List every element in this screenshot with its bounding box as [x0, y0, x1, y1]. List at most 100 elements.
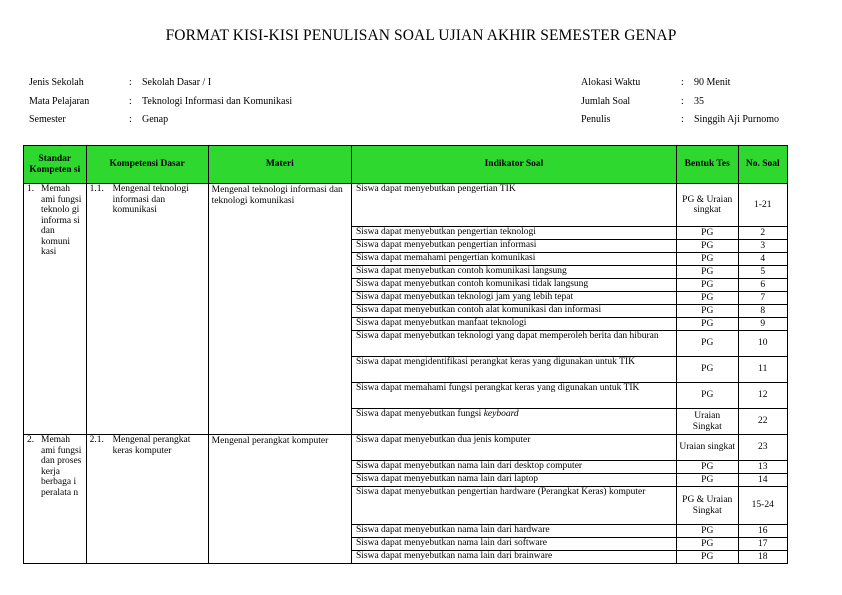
meta-label: Jenis Sekolah — [29, 77, 84, 88]
indicator-cell: Siswa dapat menyebutkan dua jenis komput… — [350, 434, 677, 461]
competency-text: Mengenal teknologi informasi dan komunik… — [112, 184, 189, 215]
meta-value: Singgih Aji Purnomo — [694, 114, 780, 125]
competency-number: 2.1. — [89, 435, 104, 445]
indicator-cell: Siswa dapat menyebutkan pengertian infor… — [350, 239, 677, 253]
question-no-cell: 18 — [737, 550, 789, 564]
meta-value: 90 Menit — [694, 77, 731, 88]
table-row: 2. Memah ami fungsi dan proses kerja berb… — [23, 434, 789, 564]
basic-competency-cell: 1.1. Mengenal teknologi informasi dan kom… — [85, 183, 209, 435]
question-no-cell: 7 — [737, 291, 789, 305]
meta-separator: : — [681, 95, 684, 107]
indicator-cell: Siswa dapat menyebutkan nama lain dari l… — [350, 473, 677, 487]
meta-row-school-type: Jenis Sekolah : Sekolah Dasar / I — [29, 74, 292, 93]
table-row: Siswa dapat menyebutkan teknologi jam ya… — [24, 291, 789, 305]
test-form-cell: PG — [675, 460, 739, 474]
meta-separator: : — [129, 77, 132, 88]
document-title: FORMAT KISI-KISI PENULISAN SOAL UJIAN AK… — [165, 27, 677, 44]
meta-value: 35 — [694, 95, 704, 107]
meta-value: Genap — [142, 114, 169, 125]
question-no-cell: 4 — [737, 252, 789, 266]
meta-label: Alokasi Waktu — [581, 77, 641, 88]
table-row: Siswa dapat memahami pengertian komunika… — [24, 252, 789, 266]
indicator-cell: Siswa dapat menyebutkan contoh komunikas… — [350, 278, 677, 292]
indicator-cell: Siswa dapat menyebutkan manfaat teknolog… — [350, 317, 677, 331]
meta-right: Alokasi Waktu : 90 Menit Jumlah Soal : 3… — [581, 74, 779, 130]
col-header-test-form: Bentuk Tes — [675, 145, 739, 184]
test-form-cell: PG — [675, 524, 739, 538]
question-no-cell: 9 — [737, 317, 789, 331]
test-form-cell: PG — [675, 550, 739, 564]
question-no-cell: 3 — [737, 239, 789, 253]
col-header-question-no: No. Soal — [737, 145, 789, 184]
table-row: Siswa dapat menyebutkan nama lain dari l… — [24, 473, 789, 487]
competency-text: Mengenal perangkat keras komputer — [112, 435, 191, 456]
test-form-cell: PG — [675, 537, 739, 551]
question-no-cell: 13 — [737, 460, 789, 474]
indicator-cell: Siswa dapat menyebutkan contoh alat komu… — [350, 304, 677, 318]
meta-value: Sekolah Dasar / I — [142, 77, 212, 88]
col-header-standard: Standar Kompeten si — [23, 145, 87, 184]
meta-separator: : — [129, 114, 132, 125]
standard-competency-cell: 2. Memah ami fungsi dan proses kerja berb… — [23, 434, 87, 564]
question-no-cell: 10 — [737, 330, 789, 357]
indicator-cell: Siswa dapat menyebutkan teknologi yang d… — [350, 330, 677, 357]
test-form-cell: PG — [675, 330, 739, 357]
table-row: Siswa dapat menyebutkan nama lain dari h… — [24, 524, 789, 538]
indicator-cell: Siswa dapat menyebutkan pengertian tekno… — [350, 226, 677, 240]
meta-row-semester: Semester : Genap — [29, 111, 292, 130]
question-no-cell: 14 — [737, 473, 789, 487]
indicator-text: Siswa dapat menyebutkan fungsi — [355, 409, 482, 419]
table-row: Siswa dapat menyebutkan nama lain dari s… — [24, 537, 789, 551]
col-header-material: Materi — [207, 145, 352, 184]
standard-number: 2. — [27, 435, 35, 445]
meta-row-time: Alokasi Waktu : 90 Menit — [581, 74, 779, 93]
standard-number: 1. — [27, 184, 35, 194]
table-row: 1. Memah ami fungsi teknolo gi informa si… — [23, 183, 789, 435]
test-form-cell: PG — [675, 291, 739, 305]
indicator-cell: Siswa dapat menyebutkan fungsi keyboard — [350, 408, 677, 435]
table-row: Siswa dapat menyebutkan fungsi keyboard … — [24, 408, 789, 435]
material-text: Mengenal teknologi informasi dan teknolo… — [211, 185, 343, 206]
table-header-row: Standar Kompeten si Kompetensi Dasar Mat… — [23, 145, 789, 184]
meta-value: Teknologi Informasi dan Komunikasi — [142, 95, 293, 107]
question-no-cell: 17 — [737, 537, 789, 551]
test-form-cell: PG — [675, 239, 739, 253]
indicator-cell: Siswa dapat menyebutkan pengertian hardw… — [350, 486, 677, 525]
test-form-cell: Uraian Singkat — [675, 408, 739, 435]
indicator-cell: Siswa dapat menyebutkan pengertian TIK — [350, 183, 677, 227]
question-no-cell: 23 — [737, 434, 789, 461]
meta-label: Semester — [29, 114, 66, 125]
standard-text: Memah ami fungsi teknolo gi informa si d… — [41, 184, 82, 257]
meta-row-author: Penulis : Singgih Aji Purnomo — [581, 111, 779, 130]
meta-separator: : — [681, 114, 684, 125]
material-cell: Mengenal teknologi informasi dan teknolo… — [207, 183, 352, 435]
test-form-cell: PG — [675, 304, 739, 318]
test-form-cell: PG & Uraian singkat — [675, 183, 739, 227]
question-no-cell: 1-21 — [737, 183, 789, 227]
indicator-cell: Siswa dapat menyebutkan nama lain dari s… — [350, 537, 677, 551]
material-cell: Mengenal perangkat komputer — [207, 434, 352, 564]
competency-number: 1.1. — [89, 184, 104, 194]
question-no-cell: 5 — [737, 265, 789, 279]
test-form-cell: PG & Uraian Singkat — [675, 486, 739, 525]
meta-label: Mata Pelajaran — [29, 95, 90, 107]
test-form-cell: Uraian singkat — [675, 434, 739, 461]
material-text: Mengenal perangkat komputer — [211, 436, 329, 446]
table-row: Siswa dapat menyebutkan nama lain dari b… — [24, 550, 789, 564]
meta-separator: : — [681, 77, 684, 88]
test-form-cell: PG — [675, 252, 739, 266]
grid-table: Standar Kompeten si Kompetensi Dasar Mat… — [23, 145, 789, 564]
indicator-cell: Siswa dapat menyebutkan nama lain dari d… — [350, 460, 677, 474]
standard-text: Memah ami fungsi dan proses kerja berbag… — [41, 435, 82, 498]
test-form-cell: PG — [675, 473, 739, 487]
question-no-cell: 11 — [737, 356, 789, 383]
question-no-cell: 6 — [737, 278, 789, 292]
test-form-cell: PG — [675, 226, 739, 240]
test-form-cell: PG — [675, 278, 739, 292]
indicator-italic-term: keyboard — [483, 409, 519, 419]
table-row: Siswa dapat menyebutkan teknologi yang d… — [24, 330, 789, 357]
test-form-cell: PG — [675, 317, 739, 331]
indicator-cell: Siswa dapat memahami fungsi perangkat ke… — [350, 382, 677, 409]
meta-separator: : — [129, 95, 132, 107]
question-no-cell: 12 — [737, 382, 789, 409]
